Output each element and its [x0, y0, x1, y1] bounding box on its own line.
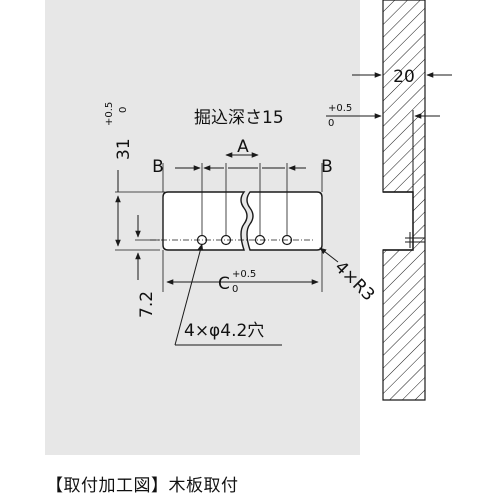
dim-31-label: 31 [114, 138, 134, 160]
dimension-7-2: 7.2 [135, 215, 160, 318]
hole-leader: 4×φ4.2穴 [174, 243, 282, 346]
dim-c-tol-lower: 0 [232, 284, 238, 295]
dim-b-right-label: B [321, 157, 333, 177]
depth-tol-upper: +0.5 [328, 103, 352, 114]
holes [150, 234, 315, 246]
dim-20-label: 20 [393, 67, 415, 87]
dim-c-label: C [218, 274, 230, 294]
dimension-31: 31 +0.5 0 [104, 102, 165, 251]
extension-lines [162, 163, 323, 292]
dimension-bab: B A B [152, 137, 333, 177]
depth-tol-lower: 0 [328, 118, 334, 129]
depth-label: 掘込深さ15 [194, 108, 284, 128]
dim-7-2-label: 7.2 [137, 291, 157, 318]
hole-spec-label: 4×φ4.2穴 [184, 321, 264, 341]
dim-31-tol-upper: +0.5 [104, 102, 115, 126]
figure-caption: 【取付加工図】木板取付 [46, 476, 239, 496]
dimension-depth: 掘込深さ15 +0.5 0 [194, 103, 440, 192]
dim-c-tol-upper: +0.5 [232, 269, 256, 280]
dim-b-left-label: B [152, 157, 164, 177]
board-section [382, 0, 426, 401]
dim-a-label: A [237, 137, 249, 157]
dimension-20: 20 [352, 67, 452, 90]
dim-31-tol-lower: 0 [118, 107, 129, 113]
